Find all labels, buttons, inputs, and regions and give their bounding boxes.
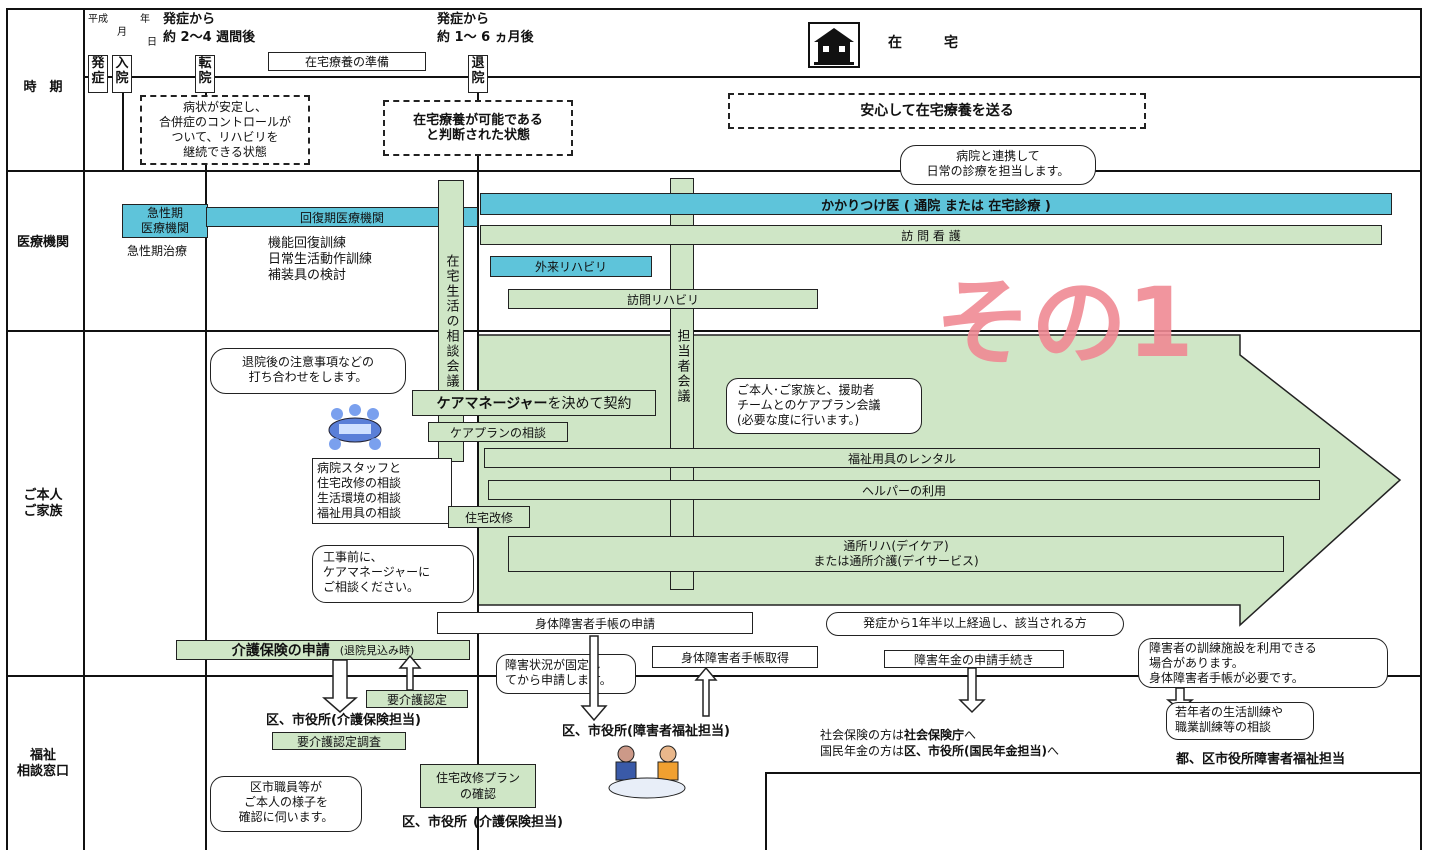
pension-line-2-c: へ [1047,744,1060,758]
pension-condition-bubble: 発症から1年半以上経過し、該当される方 [826,612,1124,636]
safe-home-box: 安心して在宅療養を送る [728,93,1146,129]
marker-onset: 発症 [88,55,108,93]
acute-care-label: 急性期治療 [127,244,188,258]
rental-bar: 福祉用具のレンタル [484,448,1320,468]
pension-line-1-b: 社会保険庁 [904,728,965,742]
pension-line-1: 社会保険の方は社会保険庁へ [820,728,976,743]
insurance-apply-sub: (退院見込み時) [339,644,415,657]
cert-survey-bar: 要介護認定調査 [272,732,406,750]
heisei-label: 平成 [88,14,108,25]
visit-rehab-bar: 訪問リハビリ [508,289,818,309]
transfer-vline [205,76,207,850]
row-label-family: ご本人 ご家族 [23,488,63,519]
year-label: 年 [140,14,150,25]
care-cert-bar: 要介護認定 [366,690,468,708]
row-label-period: 時 期 [23,80,63,95]
home-possible-box: 在宅療養が可能である と判断された状態 [383,100,573,156]
youth-training-bubble: 若年者の生活訓練や 職業訓練等の相談 [1166,702,1314,740]
care-manager-bar: ケアマネージャー を決めて契約 [412,390,656,416]
city-insurance-2-a: 区、市役所 [402,815,468,830]
city-insurance-2-b: (介護保険担当) [473,815,563,830]
disability-get-box: 身体障害者手帳取得 [652,646,818,668]
city-disability-label: 区、市役所(障害者福祉担当) [562,724,730,739]
marker-transfer: 転院 [195,55,215,93]
row-label-divider [83,8,85,850]
day-label: 日 [147,37,157,48]
care-plan-bar: ケアプランの相談 [428,422,568,442]
house-icon [808,22,860,68]
onset-after-label-2: 発症から [437,12,490,27]
staff-meeting-text: 担当者会議 [674,329,690,404]
row-divider-2 [6,330,1422,332]
pension-line-2-a: 国民年金の方は [820,744,905,758]
home-prep-label: 在宅療養の準備 [268,52,426,71]
stable-state-box: 病状が安定し、 合併症のコントロールが ついて、リハビリを 継続できる状態 [140,95,310,165]
acute-hospital-box: 急性期 医療機関 [122,204,208,238]
hospital-staff-box: 病院スタッフと 住宅改修の相談 生活環境の相談 福祉用具の相談 [312,458,452,524]
insurance-apply-bar: 介護保険の申請 (退院見込み時) [176,640,470,660]
family-doctor-bar: かかりつけ医 ( 通院 または 在宅診療 ) [480,193,1392,215]
consultation-people-icon [608,745,686,799]
home-label: 在 宅 [888,35,958,51]
disability-apply-box: 身体障害者手帳の申請 [437,612,753,634]
marker-onset-text: 発症 [91,56,105,86]
city-insurance-label-2: 区、市役所 (介護保険担当) [402,815,563,830]
metro-office-label: 都、区市役所障害者福祉担当 [1176,752,1346,767]
care-meeting-note-bubble: ご本人･ご家族と、援助者 チームとのケアプラン会議 (必要な度に行います。) [726,378,922,434]
row-label-medical: 医療機関 [16,235,69,250]
discharge-vline [477,76,479,850]
meeting-people-icon [328,404,382,450]
month-label: 月 [117,27,127,38]
marker-discharge: 退院 [468,55,488,93]
outpatient-rehab-bar: 外来リハビリ [490,256,652,277]
marker-transfer-text: 転院 [198,56,212,86]
row-label-welfare: 福祉 相談窓口 [16,748,69,779]
pension-line-1-a: 社会保険の方は [820,728,905,742]
insurance-apply-label: 介護保険の申請 [231,643,330,659]
onset-range-2: 約 1〜 6 ヵ月後 [437,30,534,45]
onset-range-1: 約 2〜4 週間後 [163,30,256,45]
admit-vline [122,76,124,170]
renovation-plan-box: 住宅改修プラン の確認 [420,764,536,808]
care-manager-label: ケアマネージャー [436,396,548,412]
blank-box-left [765,772,767,850]
visit-nursing-bar: 訪 問 看 護 [480,225,1382,245]
training-note-bubble: 障害者の訓練施設を利用できる 場合があります。 身体障害者手帳が必要です。 [1138,638,1388,688]
timeline-divider [83,76,1422,78]
watermark-sono1: その1 [935,267,1194,379]
onset-after-label-1: 発症から [163,12,216,27]
disability-note-bubble: 障害状況が固定し てから申請します。 [496,654,636,694]
marker-admit-text: 入院 [115,56,129,86]
marker-admit: 入院 [112,55,132,93]
day-care-bar: 通所リハ(デイケア) または通所介護(デイサービス) [508,536,1284,572]
discharge-note-bubble: 退院後の注意事項などの 打ち合わせをします。 [210,348,406,394]
marker-discharge-text: 退院 [471,56,485,86]
pension-line-1-c: へ [964,728,977,742]
home-life-meeting-text: 在宅生活の相談会議 [443,253,459,389]
staff-visit-bubble: 区市職員等が ご本人の様子を 確認に伺います。 [210,776,362,832]
row-divider-3 [6,675,1422,677]
helper-bar: ヘルパーの利用 [488,480,1320,500]
row-divider-1 [6,170,1422,172]
pension-line-2-b: 区、市役所(国民年金担当) [904,744,1047,758]
rehab-list: 機能回復訓練 日常生活動作訓練 補装具の検討 [268,236,373,283]
doctor-note-bubble: 病院と連携して 日常の診療を担当します。 [900,145,1096,185]
frame [6,8,1422,850]
pension-line-2: 国民年金の方は区、市役所(国民年金担当)へ [820,744,1059,759]
recovery-hospital-bar: 回復期医療機関 [206,207,478,227]
staff-meeting-bar: 担当者会議 [670,178,694,590]
city-insurance-label: 区、市役所(介護保険担当) [266,713,421,728]
construction-note-bubble: 工事前に、 ケアマネージャーに ご相談ください。 [312,545,474,603]
care-manager-suffix: を決めて契約 [547,396,632,412]
renovation-bar: 住宅改修 [448,506,530,528]
blank-box-top [765,772,1422,774]
